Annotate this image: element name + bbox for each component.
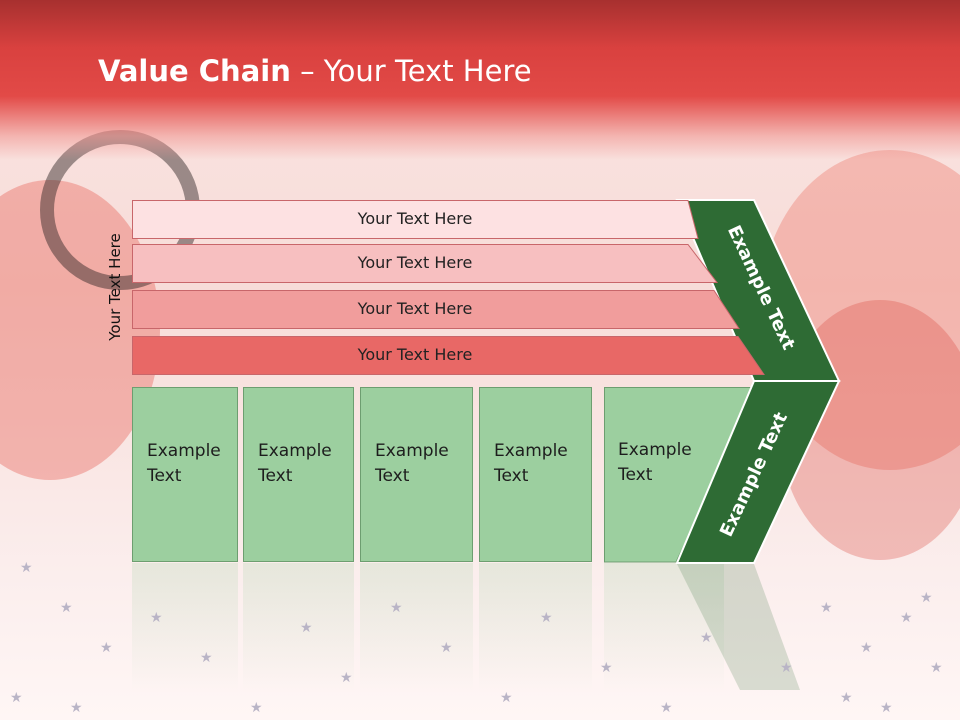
bar-label: Your Text Here xyxy=(357,253,473,272)
star-icon: ★ xyxy=(700,630,713,646)
star-icon: ★ xyxy=(100,640,113,656)
star-icon: ★ xyxy=(660,700,673,716)
star-icon: ★ xyxy=(930,660,943,676)
header-band xyxy=(0,0,960,160)
star-icon: ★ xyxy=(500,690,513,706)
column-reflection xyxy=(132,563,238,693)
star-icon: ★ xyxy=(780,660,793,676)
title-rest: – Your Text Here xyxy=(290,54,532,88)
star-icon: ★ xyxy=(200,650,213,666)
star-icon: ★ xyxy=(880,700,893,716)
title-bold: Value Chain xyxy=(98,54,291,88)
column-reflection xyxy=(604,563,724,693)
bar-4: Your Text Here xyxy=(132,336,766,375)
bar-1: Your Text Here xyxy=(132,200,700,239)
star-icon: ★ xyxy=(60,600,73,616)
star-icon: ★ xyxy=(820,600,833,616)
bar-3: Your Text Here xyxy=(132,290,741,329)
star-icon: ★ xyxy=(540,610,553,626)
star-icon: ★ xyxy=(390,600,403,616)
star-icon: ★ xyxy=(860,640,873,656)
side-label: Your Text Here xyxy=(106,233,124,341)
star-icon: ★ xyxy=(250,700,263,716)
column-reflection xyxy=(360,563,473,693)
bar-label: Your Text Here xyxy=(357,299,473,318)
star-icon: ★ xyxy=(300,620,313,636)
slide-title: Value Chain – Your Text Here xyxy=(98,54,532,88)
star-icon: ★ xyxy=(840,690,853,706)
star-icon: ★ xyxy=(920,590,933,606)
star-icon: ★ xyxy=(340,670,353,686)
star-icon: ★ xyxy=(70,700,83,716)
star-icon: ★ xyxy=(20,560,33,576)
background-petal xyxy=(780,300,960,560)
star-icon: ★ xyxy=(10,690,23,706)
bar-label: Your Text Here xyxy=(357,345,473,364)
star-icon: ★ xyxy=(150,610,163,626)
star-icon: ★ xyxy=(900,610,913,626)
star-icon: ★ xyxy=(600,660,613,676)
bar-2: Your Text Here xyxy=(132,244,719,283)
star-icon: ★ xyxy=(440,640,453,656)
column-reflection xyxy=(243,563,354,693)
bar-label: Your Text Here xyxy=(357,209,473,228)
column-reflection xyxy=(479,563,592,693)
